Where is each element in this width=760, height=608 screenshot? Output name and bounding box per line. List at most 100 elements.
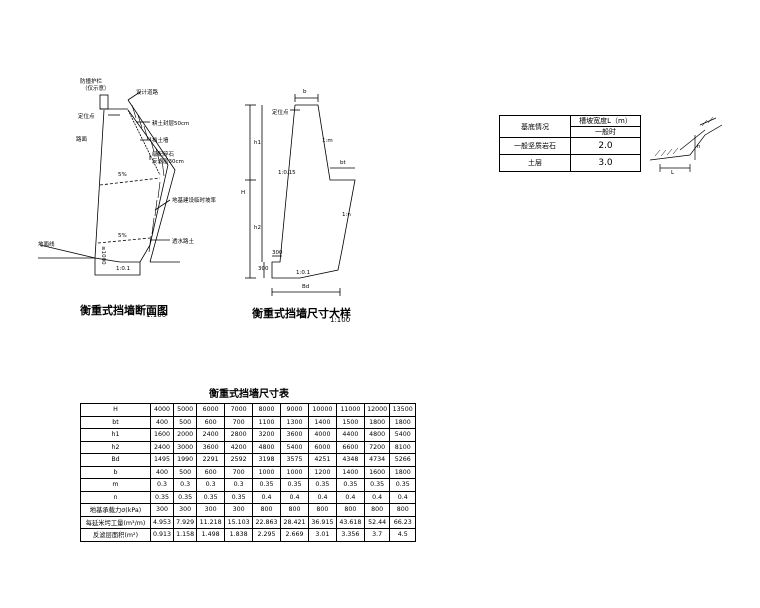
table-cell: 2.295 [252,528,282,542]
label-gravel: 级配碎石 [152,152,175,158]
table-cell: 0.4 [363,490,391,504]
table-cell: 7200 [363,440,391,454]
label-gravel-sub: 反滤层30cm [152,159,184,165]
label-batter-01: 1:0.1 [296,270,311,276]
table-cell: 500 [173,465,198,479]
table-cell: 0.3 [196,478,226,492]
label-m: 1:m [322,138,333,144]
table-cell: 300 [149,503,175,517]
row-label: n [80,490,151,504]
table-cell: 1800 [389,415,416,429]
table-cell: 1300 [280,415,309,429]
table-cell: 1000 [252,465,282,479]
label-excavation: 地基建设临时坡率 [172,198,217,204]
label-guardrail: 防撞护栏 [80,79,103,85]
section-caption: 衡重式挡墙断面图 [80,304,168,317]
table-cell: 0.913 [149,528,175,542]
table-cell: 4800 [363,428,391,442]
label-design-line: 设计道路 [136,90,159,96]
table-cell: 4251 [307,453,337,467]
row-label: b [80,465,151,479]
table-cell: 3600 [196,440,226,454]
table-cell: 1500 [335,415,365,429]
table-cell: 800 [389,503,416,517]
dim-table-title: 衡重式挡墙尺寸表 [209,389,289,400]
row-label: 每延米圬工量(m³/m) [80,515,151,529]
table-cell: 5400 [389,428,416,442]
side-header-left: 基底情况 [499,115,571,138]
table-cell: 4734 [363,453,391,467]
side-figure [649,117,723,172]
table-cell: 3000 [173,440,198,454]
label-backfill: 透水路土 [172,239,195,245]
label-slope-2: 5% [118,233,127,239]
table-cell: 2400 [196,428,226,442]
table-cell: 0.35 [173,490,198,504]
detail-caption: 衡重式挡墙尺寸大样 [252,307,351,320]
table-cell: 1100 [252,415,282,429]
table-cell: 800 [335,503,365,517]
table-cell: 8000 [252,403,282,417]
side-row-label: 土层 [499,154,571,172]
label-slope-1: 5% [118,172,127,178]
table-cell: 0.35 [335,478,365,492]
table-cell: 0.4 [280,490,309,504]
table-cell: 3200 [252,428,282,442]
label-depth: ≥1000 [100,246,106,265]
table-cell: 1000 [280,465,309,479]
row-label: 反滤层面积(m²) [80,528,151,542]
row-label: m [80,478,151,492]
row-label: Bd [80,453,151,467]
table-cell: 1.498 [196,528,226,542]
table-cell: 300 [224,503,254,517]
side-row-label: 一般坚质岩石 [499,137,571,155]
table-cell: 4348 [335,453,365,467]
table-cell: 800 [280,503,309,517]
label-batter-015: 1:0.15 [278,170,296,176]
table-cell: 11000 [335,403,365,417]
label-fill-top: 耕土封层50cm [152,121,190,127]
table-cell: 1800 [363,415,391,429]
table-cell: 2000 [173,428,198,442]
table-cell: 300 [196,503,226,517]
foundation-table: 基底情况 槽坡宽度L（m） 一般时 一般坚质岩石 2.0 土层 3.0 [499,115,641,172]
table-cell: 0.35 [389,478,416,492]
table-cell: 1495 [149,453,175,467]
table-cell: 5400 [280,440,309,454]
table-cell: 1.158 [173,528,198,542]
dim-300-top: 300 [272,250,283,256]
table-cell: 2291 [196,453,226,467]
table-cell: 1600 [149,428,175,442]
dim-H: H [241,190,246,196]
table-cell: 500 [173,415,198,429]
table-cell: 3600 [280,428,309,442]
table-cell: 600 [196,415,226,429]
table-cell: 1.838 [224,528,254,542]
table-cell: 2.669 [280,528,309,542]
table-cell: 1800 [389,465,416,479]
detail-scale: 1:100 [330,316,351,324]
dim-Bd: Bd [302,284,310,290]
table-cell: 7.929 [173,515,198,529]
row-label: bt [80,415,151,429]
table-cell: 66.23 [389,515,416,529]
table-cell: 1200 [307,465,337,479]
label-guardrail-sub: （仅示意） [82,86,110,92]
table-cell: 2800 [224,428,254,442]
side-figure-h: h [697,144,701,150]
table-cell: 300 [173,503,198,517]
row-label: h2 [80,440,151,454]
table-cell: 4000 [307,428,337,442]
label-n: 1:n [342,212,351,218]
table-cell: 3575 [280,453,309,467]
table-cell: 700 [224,415,254,429]
table-cell: 8100 [389,440,416,454]
